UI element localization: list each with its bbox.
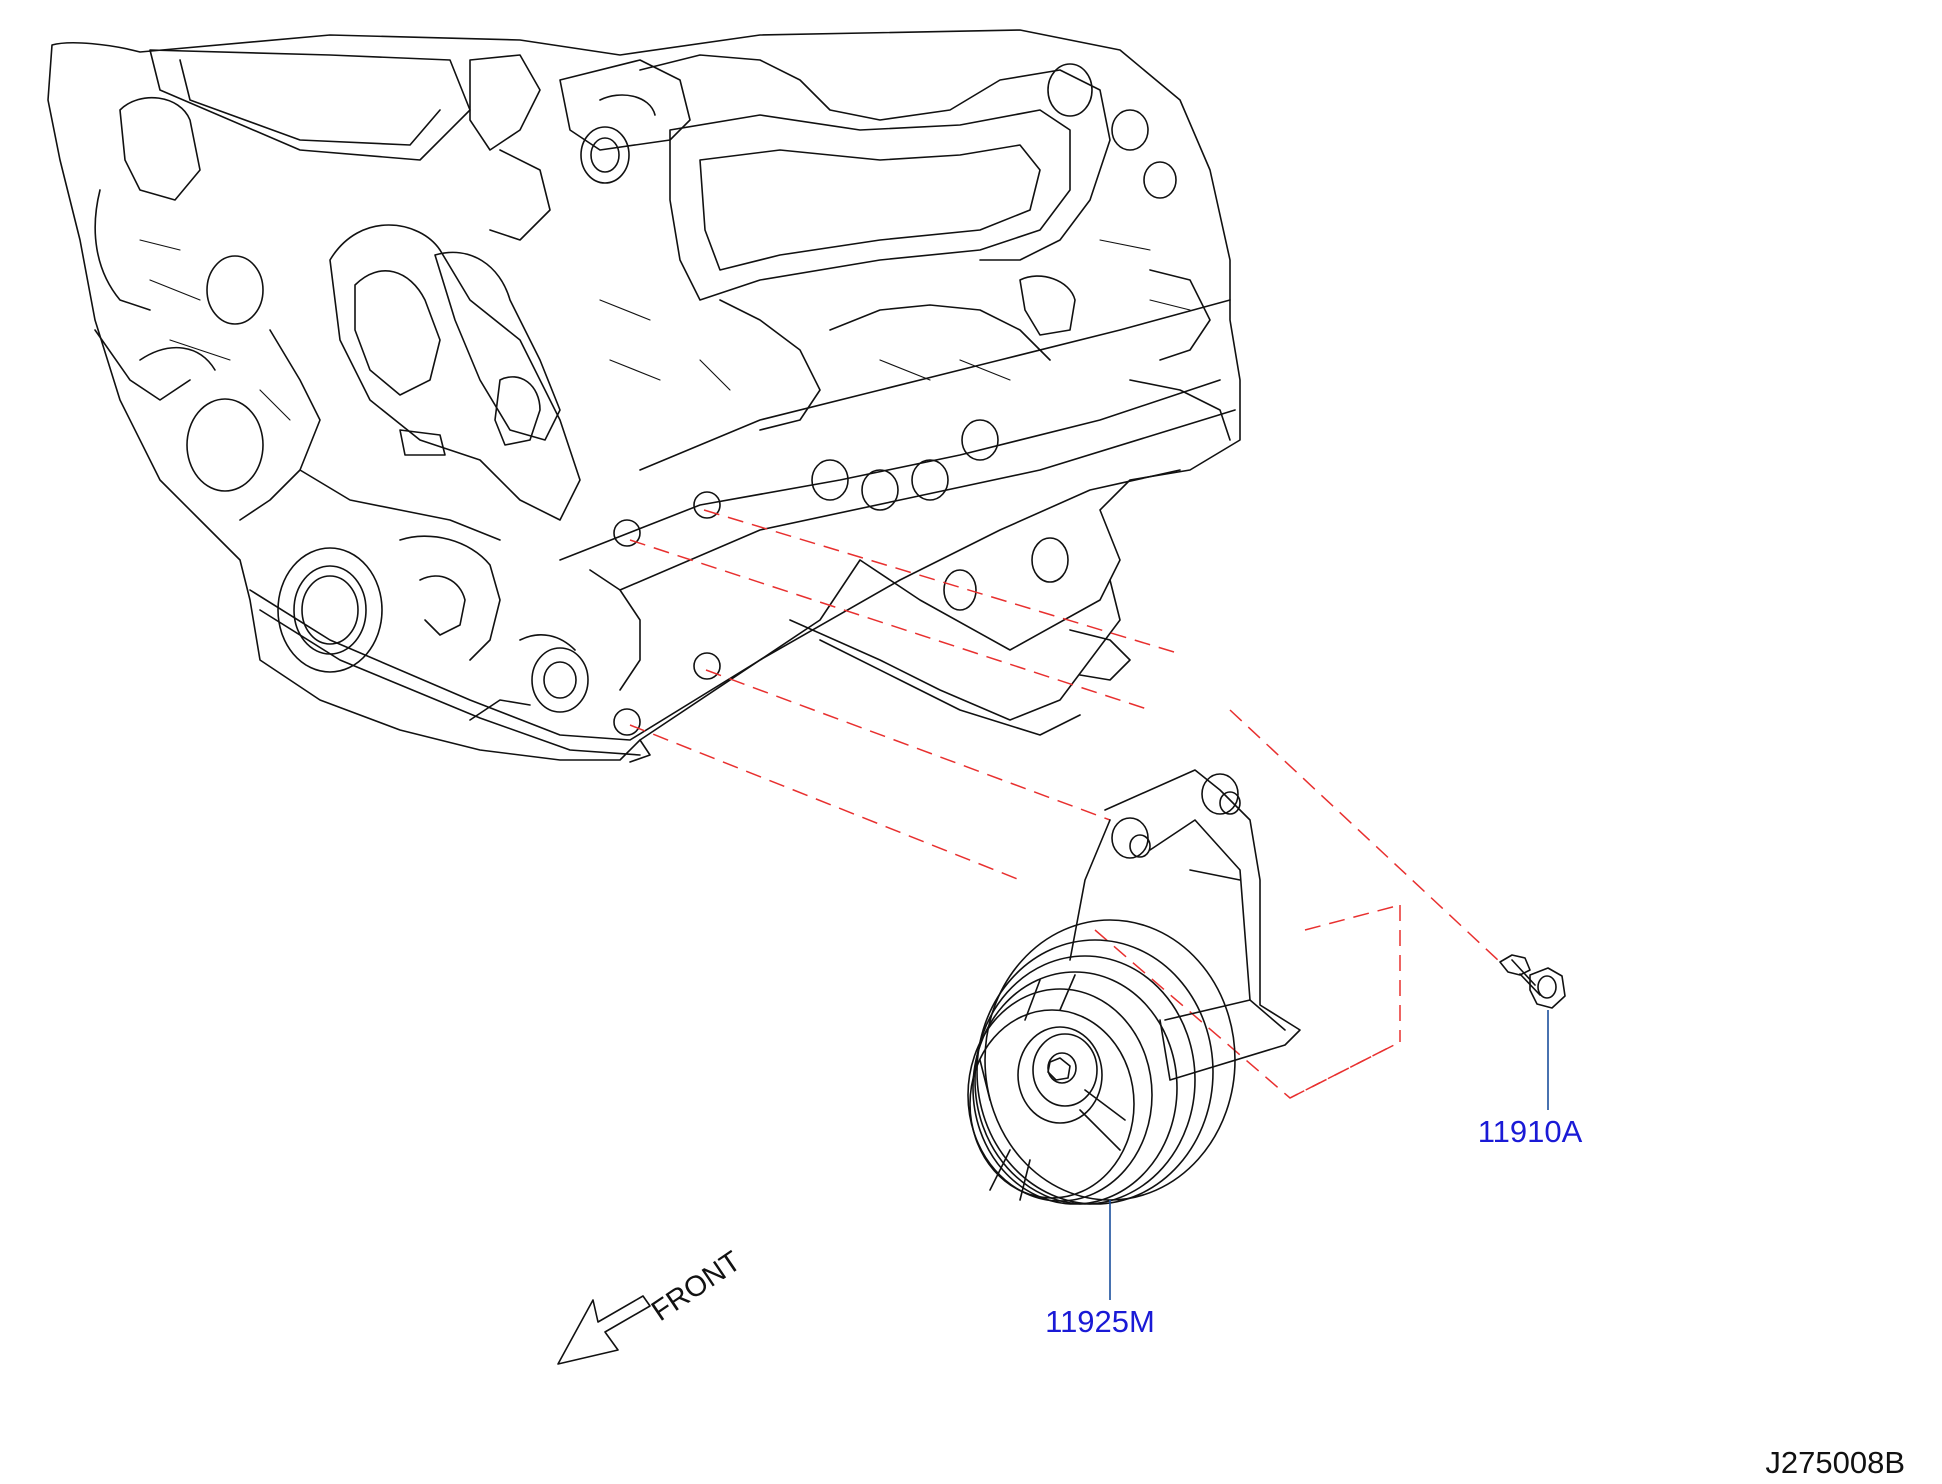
bolt-part: [1499, 954, 1566, 1009]
front-label: FRONT: [646, 1245, 747, 1328]
engine-block-illustration: [47, 29, 1241, 763]
part-label-pulley: 11925M: [1045, 1304, 1155, 1339]
arrow-down-left-icon: [557, 1295, 651, 1365]
idler-pulley-assembly: [967, 769, 1301, 1205]
diagram-reference-code: J275008B: [1765, 1445, 1905, 1480]
alignment-guide-lines: [629, 509, 1501, 1099]
part-label-bolt: 11910A: [1478, 1114, 1583, 1149]
front-direction-indicator: FRONT: [557, 1245, 747, 1365]
